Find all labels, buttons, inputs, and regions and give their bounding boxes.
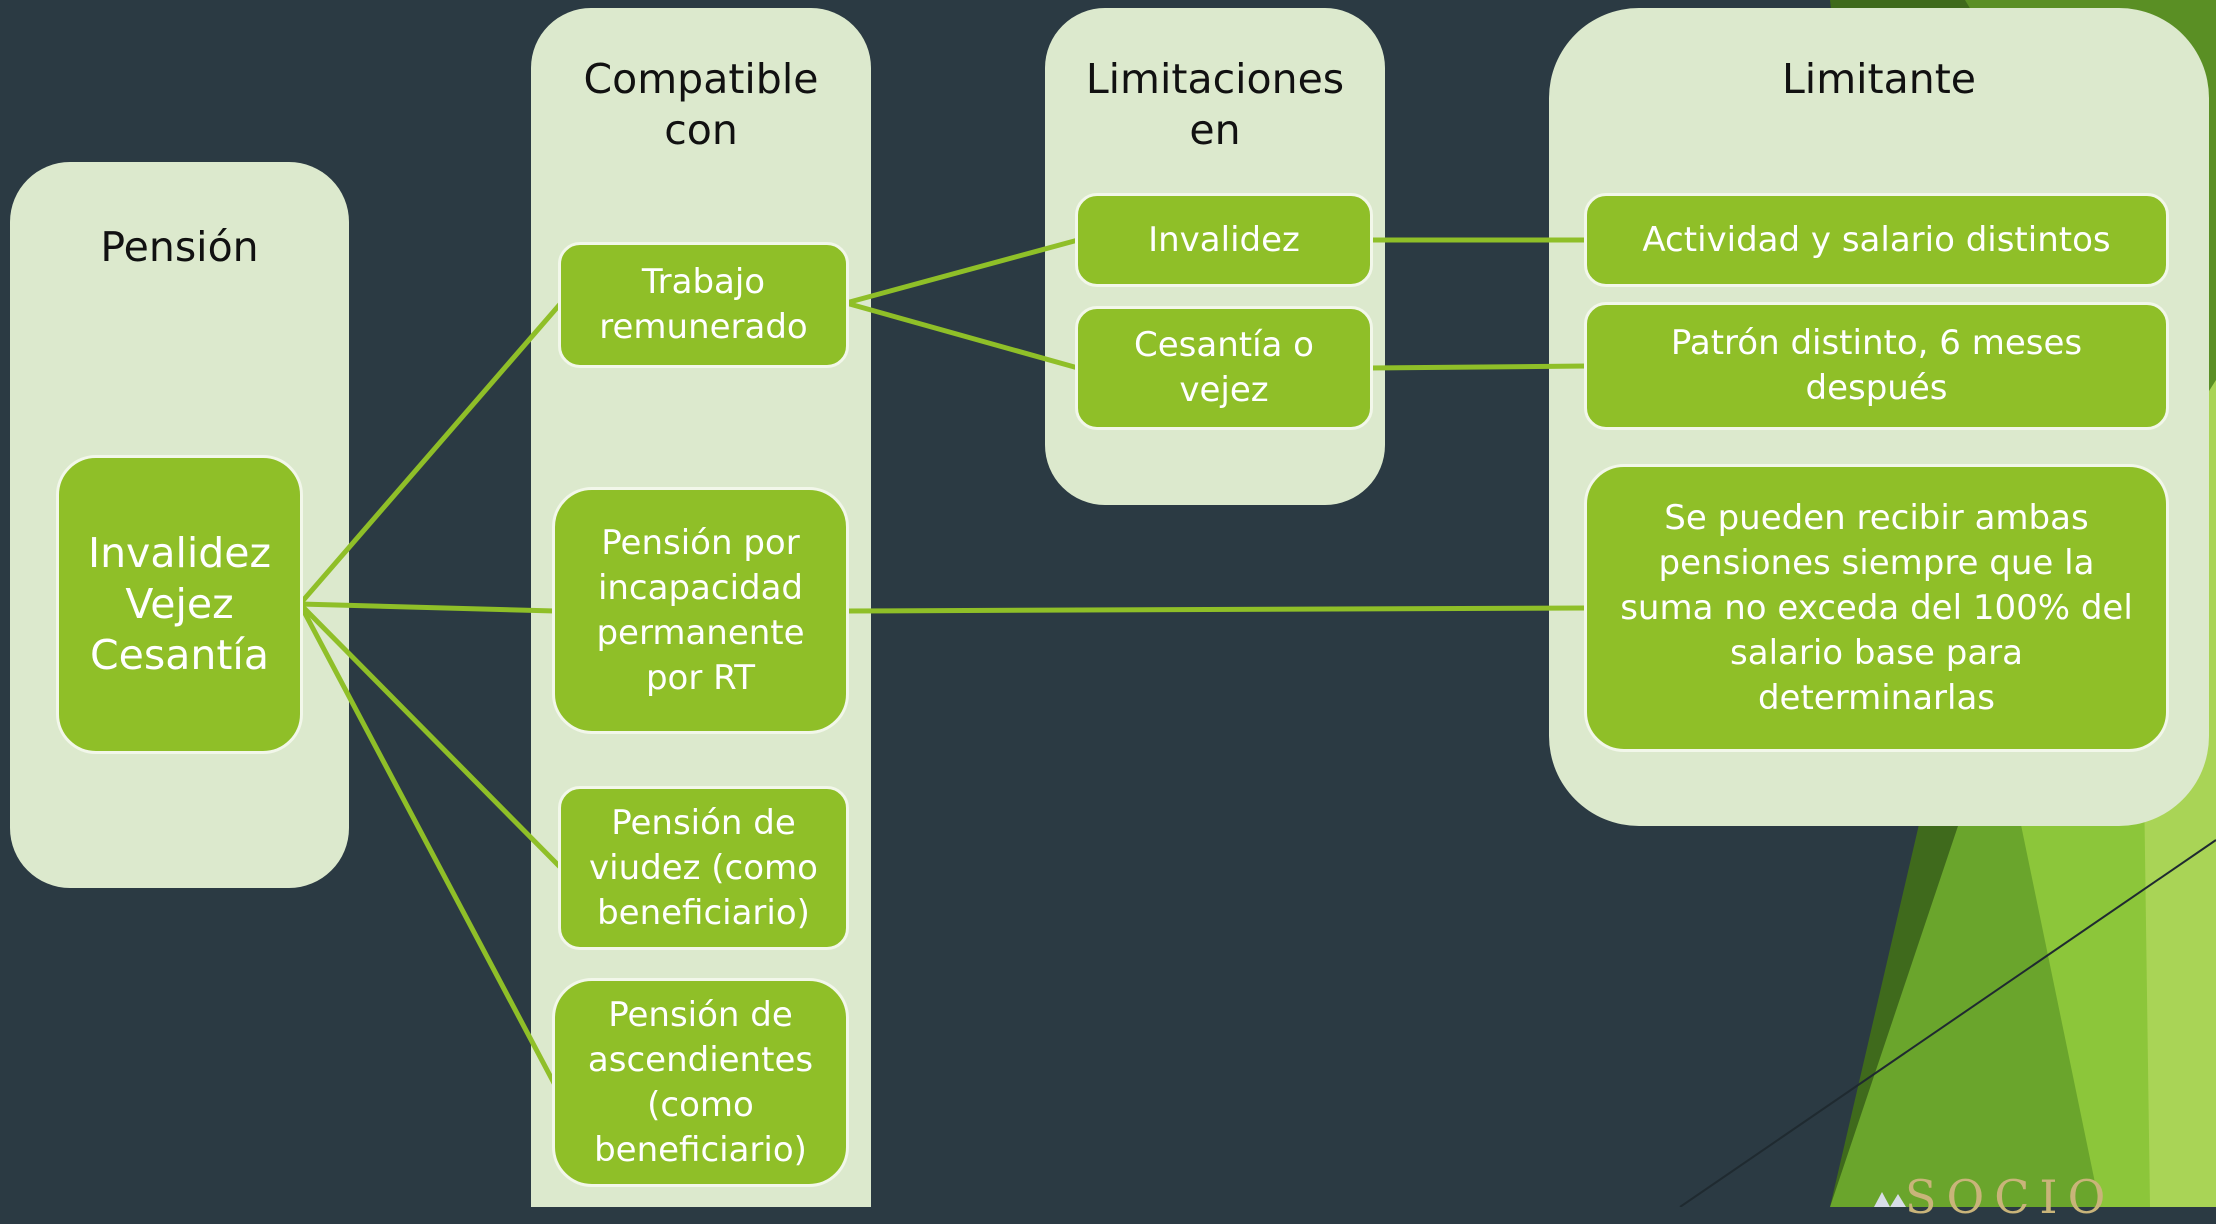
node-pension-incapacidad: Pensión por incapacidad permanente por R…	[552, 487, 849, 734]
node-patron-distinto: Patrón distinto, 6 meses después	[1584, 302, 2169, 430]
column-title-limitante: Limitante	[1781, 55, 1977, 103]
connector-root-ascendientes	[297, 601, 558, 1088]
node-invalidez-vejez-cesantia: Invalidez Vejez Cesantía	[56, 455, 303, 754]
connector-cesantia-patron	[1367, 363, 1590, 371]
node-trabajo-remunerado: Trabajo remunerado	[558, 242, 849, 368]
connector-trabajo-invalidez	[843, 237, 1081, 306]
logo-text: SOCIO	[1905, 1170, 2116, 1224]
connector-incapacidad-ambas	[843, 605, 1590, 614]
node-cesantia-vejez: Cesantía o vejez	[1075, 306, 1373, 430]
connector-trabajo-cesantia	[843, 300, 1081, 371]
node-pension-ascendientes: Pensión de ascendientes (como beneficiar…	[552, 978, 849, 1187]
connector-root-incapacidad	[297, 601, 558, 614]
logo-mark-icon	[1874, 1192, 1906, 1207]
connector-root-trabajo	[297, 300, 564, 607]
node-pension-viudez: Pensión de viudez (como beneficiario)	[558, 786, 849, 950]
column-title-limitaciones: Limitaciones en	[1085, 55, 1345, 154]
column-title-pension: Pensión	[100, 223, 259, 271]
column-title-compatible: Compatible con	[583, 55, 819, 154]
node-actividad-salario: Actividad y salario distintos	[1584, 193, 2169, 287]
node-invalidez: Invalidez	[1075, 193, 1373, 287]
connector-root-viudez	[297, 601, 564, 871]
node-ambas-pensiones: Se pueden recibir ambas pensiones siempr…	[1584, 464, 2169, 752]
